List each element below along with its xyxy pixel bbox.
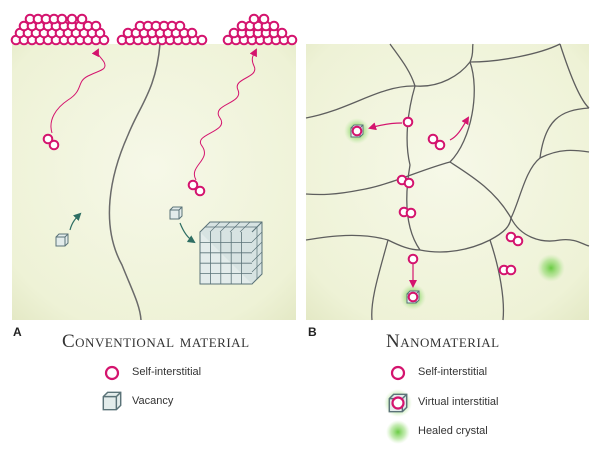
legend-label: Vacancy [132, 395, 174, 407]
self-interstitial [402, 116, 414, 128]
panel-a [10, 13, 298, 321]
virtual-interstitial-icon [384, 389, 412, 417]
virtual-interstitial [350, 124, 364, 138]
legend-label: Healed crystal [418, 425, 488, 437]
vacancy [169, 206, 183, 220]
surface-cluster-left [10, 13, 110, 46]
vacancy [55, 233, 69, 247]
panel-a-letter: A [13, 325, 22, 339]
interstitial-arrow [449, 116, 470, 141]
self-interstitial-icon [104, 365, 120, 381]
grain-boundaries-b [305, 43, 590, 321]
self-interstitial-icon [390, 365, 406, 381]
migration-path-right [193, 48, 257, 181]
vacancy-arrow [69, 212, 82, 231]
vacancy-icon [102, 391, 122, 411]
vacancy-arrow [179, 222, 196, 244]
panel-b [305, 43, 590, 321]
vacancy-cluster [199, 221, 263, 285]
panel-b-title: Nanomaterial [386, 331, 500, 352]
surface-cluster-middle [116, 20, 208, 46]
legend-label: Self-interstitial [418, 366, 488, 378]
grain-boundary-a [108, 43, 161, 321]
virtual-interstitial [406, 290, 420, 304]
healed-crystal [537, 254, 565, 282]
legend-label: Virtual interstitial [418, 396, 499, 408]
panel-b-letter: B [308, 325, 317, 339]
legend-label: Self-interstitial [132, 366, 202, 378]
healed-crystal-icon [386, 420, 410, 444]
self-interstitial-pair [398, 206, 417, 219]
panel-a-title: Conventional material [62, 331, 250, 352]
surface-cluster-right [222, 13, 298, 46]
self-interstitial [407, 253, 419, 265]
migration-path-left [50, 48, 106, 134]
self-interstitial-pair [498, 264, 517, 276]
interstitial-arrow [368, 122, 403, 131]
